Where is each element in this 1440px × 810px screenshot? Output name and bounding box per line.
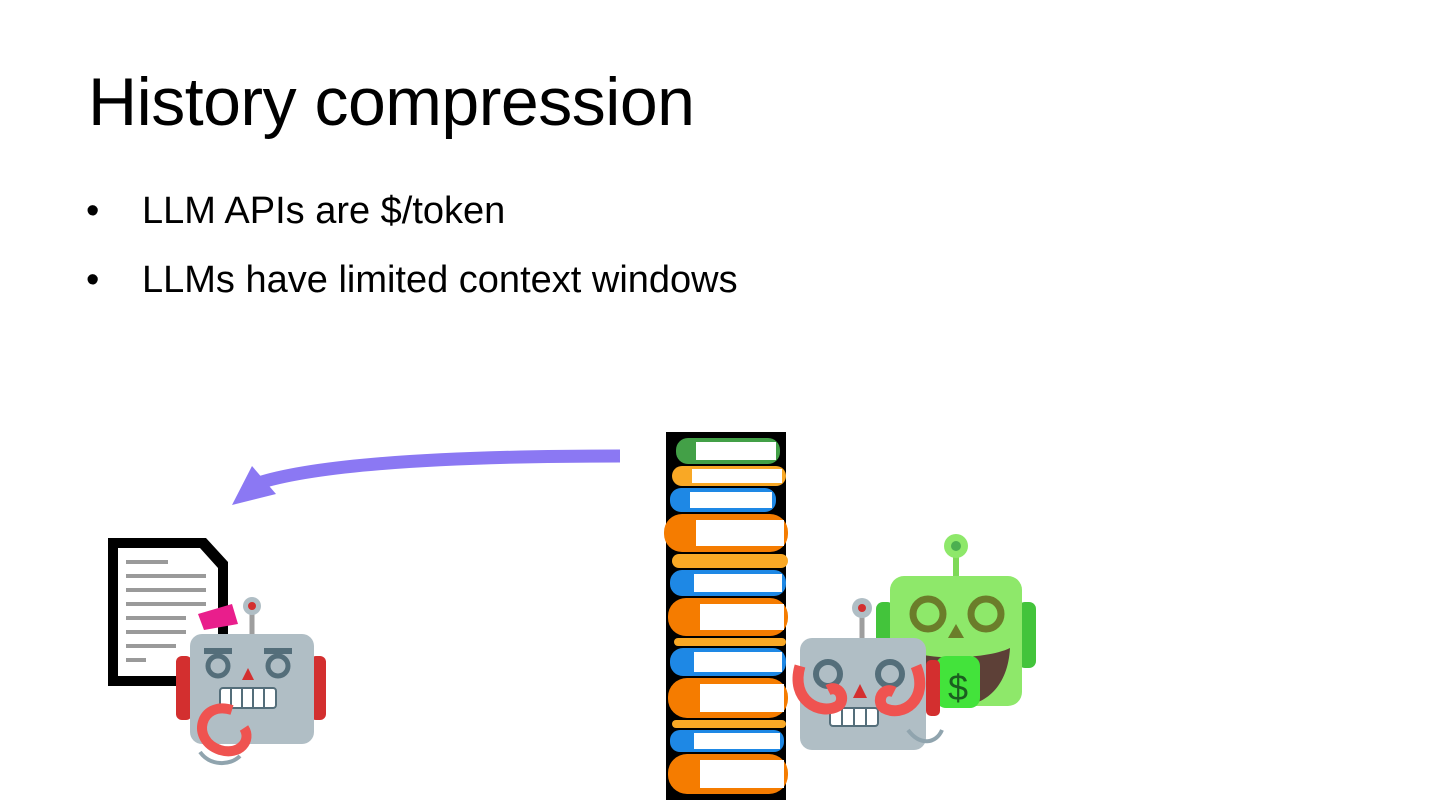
bullet-marker: • (86, 259, 100, 301)
bullet-list: • LLM APIs are $/token • LLMs have limit… (86, 186, 738, 324)
bullet-marker: • (86, 190, 100, 232)
robot-holding-document-icon (176, 597, 326, 765)
book-stack-icon (664, 432, 788, 800)
robot-overwhelmed-icon (792, 598, 944, 750)
bullet-item: • LLMs have limited context windows (86, 255, 738, 305)
money-symbol: $ (948, 667, 968, 708)
bullet-text: LLMs have limited context windows (142, 259, 738, 301)
slide-title: History compression (88, 64, 695, 140)
compression-arrow-icon (232, 449, 621, 505)
bullet-text: LLM APIs are $/token (142, 190, 506, 232)
bullet-item: • LLM APIs are $/token (86, 186, 738, 236)
